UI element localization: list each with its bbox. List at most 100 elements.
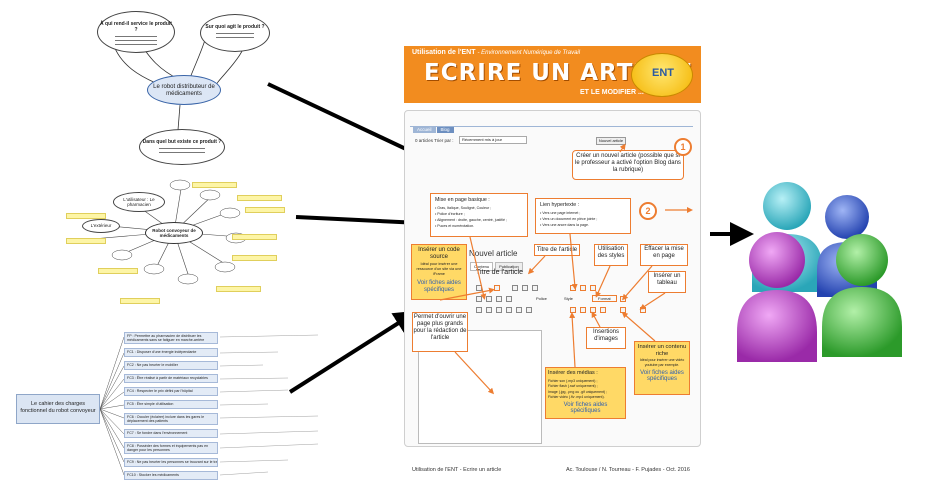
cdc-function: FC8 : Posséder des formes et équipements…	[124, 442, 218, 454]
align-center-icon[interactable]	[506, 307, 512, 313]
italic-icon[interactable]	[486, 296, 492, 302]
anchor-icon[interactable]	[590, 285, 596, 291]
mindmap-2-note	[66, 213, 106, 219]
ent-logo-text: ENT	[652, 67, 674, 79]
mindmap-2-user-node: L'utilisateur : Le pharmacien	[113, 192, 165, 212]
styles-callout: Utilisation des styles	[594, 244, 628, 266]
cdc-function: FC3 : Être réalisé à partir de matériaux…	[124, 374, 218, 383]
user-purple	[737, 232, 817, 362]
step2-badge: 2	[639, 202, 657, 220]
ouvrir-callout: Permet d'ouvrir une page plus grands pou…	[412, 312, 468, 352]
contenu-riche-callout: Insérer un contenu riche Idéal pour insé…	[634, 341, 690, 395]
code-source-callout: Insérer un code source Idéal pour insére…	[411, 244, 467, 300]
list-number-icon[interactable]	[486, 307, 492, 313]
sort-label: 0 articles Trier par :	[415, 138, 454, 143]
align-left-icon[interactable]	[496, 307, 502, 313]
medias-item: Image (.jpg, .png ou .gif uniquement) ;	[548, 389, 608, 394]
mise-en-page-item: Police d'écriture ;	[435, 211, 523, 217]
article-banner: Utilisation de l'ENT - Environnement Num…	[404, 46, 701, 103]
format-select[interactable]: Format	[592, 295, 617, 302]
cdc-function: FC10 : Stocker les médicaments	[124, 471, 218, 480]
mindmap-2-note	[120, 298, 160, 304]
titre-callout: Titre de l'article	[534, 244, 580, 256]
mindmap-2-center-text: Robot convoyeur de médicaments	[152, 228, 196, 238]
cut-icon[interactable]	[512, 285, 518, 291]
mise-en-page-callout: Mise en page basique : Gras, Italique, S…	[430, 193, 528, 237]
mindmap-2-note	[216, 286, 261, 292]
video-icon[interactable]	[600, 307, 606, 313]
mise-en-page-item: Gras, Italique, Souligné, Couleur ;	[435, 205, 523, 211]
question-bubble-3: Dans quel but existe ce produit ?	[139, 129, 225, 165]
unlink-icon[interactable]	[580, 285, 586, 291]
editor-toolbar-row-3	[476, 307, 676, 315]
tab-contenu[interactable]: Contenu	[470, 262, 494, 271]
media-flash-icon[interactable]	[580, 307, 586, 313]
mindmap-2-note	[66, 238, 106, 244]
cdc-links	[100, 336, 125, 476]
cdc-function: FC4 : Respecter le prix défini par l'hôp…	[124, 387, 218, 396]
arrow-3	[288, 310, 419, 394]
mindmap-2-env-node: L'extérieur	[82, 219, 120, 233]
question-3-text: Dans quel but existe ce produit ?	[142, 139, 222, 145]
color-icon[interactable]	[506, 296, 512, 302]
lien-title: Lien hypertexte :	[540, 202, 580, 208]
police-select[interactable]: Police	[536, 296, 547, 301]
article-body-editor[interactable]	[418, 330, 542, 444]
paste-icon[interactable]	[532, 285, 538, 291]
cdc-function: FC9 : Ne pas heurter les personnes se tr…	[124, 458, 218, 467]
step1-badge: 1	[674, 138, 692, 156]
mindmap-2-env-text: L'extérieur	[90, 223, 112, 228]
new-article-button[interactable]: Nouvel article	[596, 137, 626, 145]
mise-en-page-item: Puces et numérotation.	[435, 223, 523, 229]
copy-icon[interactable]	[522, 285, 528, 291]
banner-subtitle: Utilisation de l'ENT - Environnement Num…	[412, 49, 580, 56]
question-bubble-2: Sur quoi agit le produit ?	[200, 14, 270, 52]
mindmap-2-note	[192, 182, 237, 188]
align-right-icon[interactable]	[516, 307, 522, 313]
sort-select[interactable]: Récemment mis à jour	[459, 136, 527, 144]
medias-item: Fichier son (.mp3 uniquement) ;	[548, 378, 598, 383]
mindmap-1-center-text: Le robot distributeur de médicaments	[153, 84, 215, 97]
align-justify-icon[interactable]	[526, 307, 532, 313]
medias-item: Fichier flash (.swf uniquement) ;	[548, 384, 598, 388]
cdc-function: FC5 : Être simple d'utilisation	[124, 400, 218, 409]
tab-publication[interactable]: Publication	[495, 262, 523, 271]
cdc-criteria-lines	[219, 334, 319, 476]
mise-en-page-item: Alignement : droite, gauche, centré, jus…	[435, 217, 523, 223]
underline-icon[interactable]	[496, 296, 502, 302]
question-1-text: À qui rend-il service le produit ?	[100, 21, 172, 33]
tab-accueil[interactable]: Accueil	[413, 126, 436, 133]
medias-item: Fichier vidéo (.flv .mp4 uniquement).	[548, 395, 605, 399]
style-select[interactable]: Style	[564, 296, 573, 301]
tableau-callout: Insérer un tableau	[648, 271, 686, 293]
cdc-title: Le cahier des charges fonctionnel du rob…	[16, 394, 100, 424]
contenu-riche-link[interactable]: Voir fiches aides spécifiques	[640, 369, 684, 383]
footer-right: Ac. Toulouse / N. Tourreau - F. Pujades …	[566, 467, 690, 473]
editor-title: Nouvel article	[469, 249, 518, 258]
code-source-link[interactable]: Voir fiches aides spécifiques	[417, 280, 461, 293]
mindmap-2-note	[232, 234, 277, 240]
mindmap-2-note	[245, 207, 285, 213]
effacer-callout: Effacer la mise en page	[640, 244, 688, 266]
user-green	[822, 234, 902, 357]
article-title-input[interactable]: Titre de l'article	[476, 269, 523, 276]
tab-blog[interactable]: Blog	[436, 126, 454, 133]
cdc-function: FC2 : Ne pas heurter le mobilier	[124, 361, 218, 370]
cdc-function: FC6 : Occuler (éclairer) inclure dans le…	[124, 413, 218, 425]
mindmap-2-user-text: L'utilisateur : Le pharmacien	[123, 197, 155, 207]
lien-item: Vers une page internet ;	[540, 210, 626, 216]
mindmap-1-center: Le robot distributeur de médicaments	[147, 75, 221, 105]
contenu-riche-title: Insérer un contenu riche	[637, 344, 687, 357]
lien-item: Vers un document en pièce jointe ;	[540, 216, 626, 222]
list-bullet-icon[interactable]	[476, 307, 482, 313]
ent-logo: ENT	[631, 53, 693, 97]
banner-subtitle-main: Utilisation de l'ENT	[412, 49, 476, 56]
images-callout: Insertions d'images	[586, 327, 626, 349]
medias-link[interactable]: Voir fiches aides spécifiques	[563, 401, 608, 415]
arrow-1	[267, 82, 436, 164]
question-bubble-1: À qui rend-il service le produit ?	[97, 11, 175, 53]
lien-item: Vers une ancre dans la page.	[540, 222, 626, 228]
cdc-function: FC1 : Disposer d'une énergie indépendant…	[124, 348, 218, 357]
